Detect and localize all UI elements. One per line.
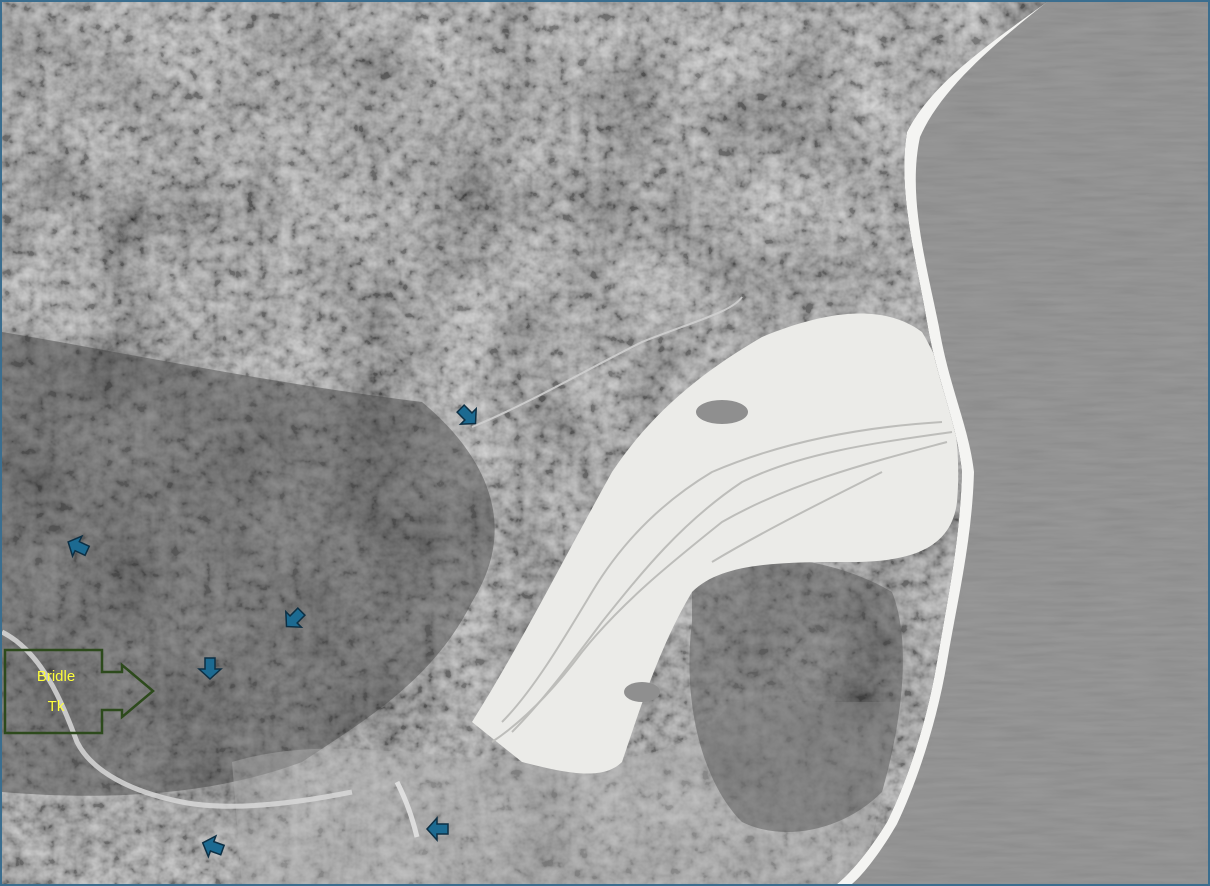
arrow-marker-icon [67, 534, 91, 559]
arrow-marker-icon [201, 834, 226, 859]
forest-west [2, 332, 495, 796]
arrow-marker-icon [284, 607, 306, 629]
track [471, 296, 743, 428]
arrow-marker-icon [456, 404, 478, 426]
forest-south [689, 556, 903, 832]
riverbed-island [624, 682, 660, 702]
riverbed-island [696, 400, 748, 424]
callout-label-line2: Tk [47, 698, 65, 715]
river-channels [491, 421, 953, 743]
track [394, 780, 420, 838]
stream [2, 629, 353, 809]
bridle-track-callout [3, 648, 155, 735]
arrow-marker-icon [197, 657, 223, 681]
riverbed [472, 313, 959, 774]
arrow-marker-icon [425, 816, 449, 842]
callout-label-line1: Bridle [36, 668, 76, 685]
